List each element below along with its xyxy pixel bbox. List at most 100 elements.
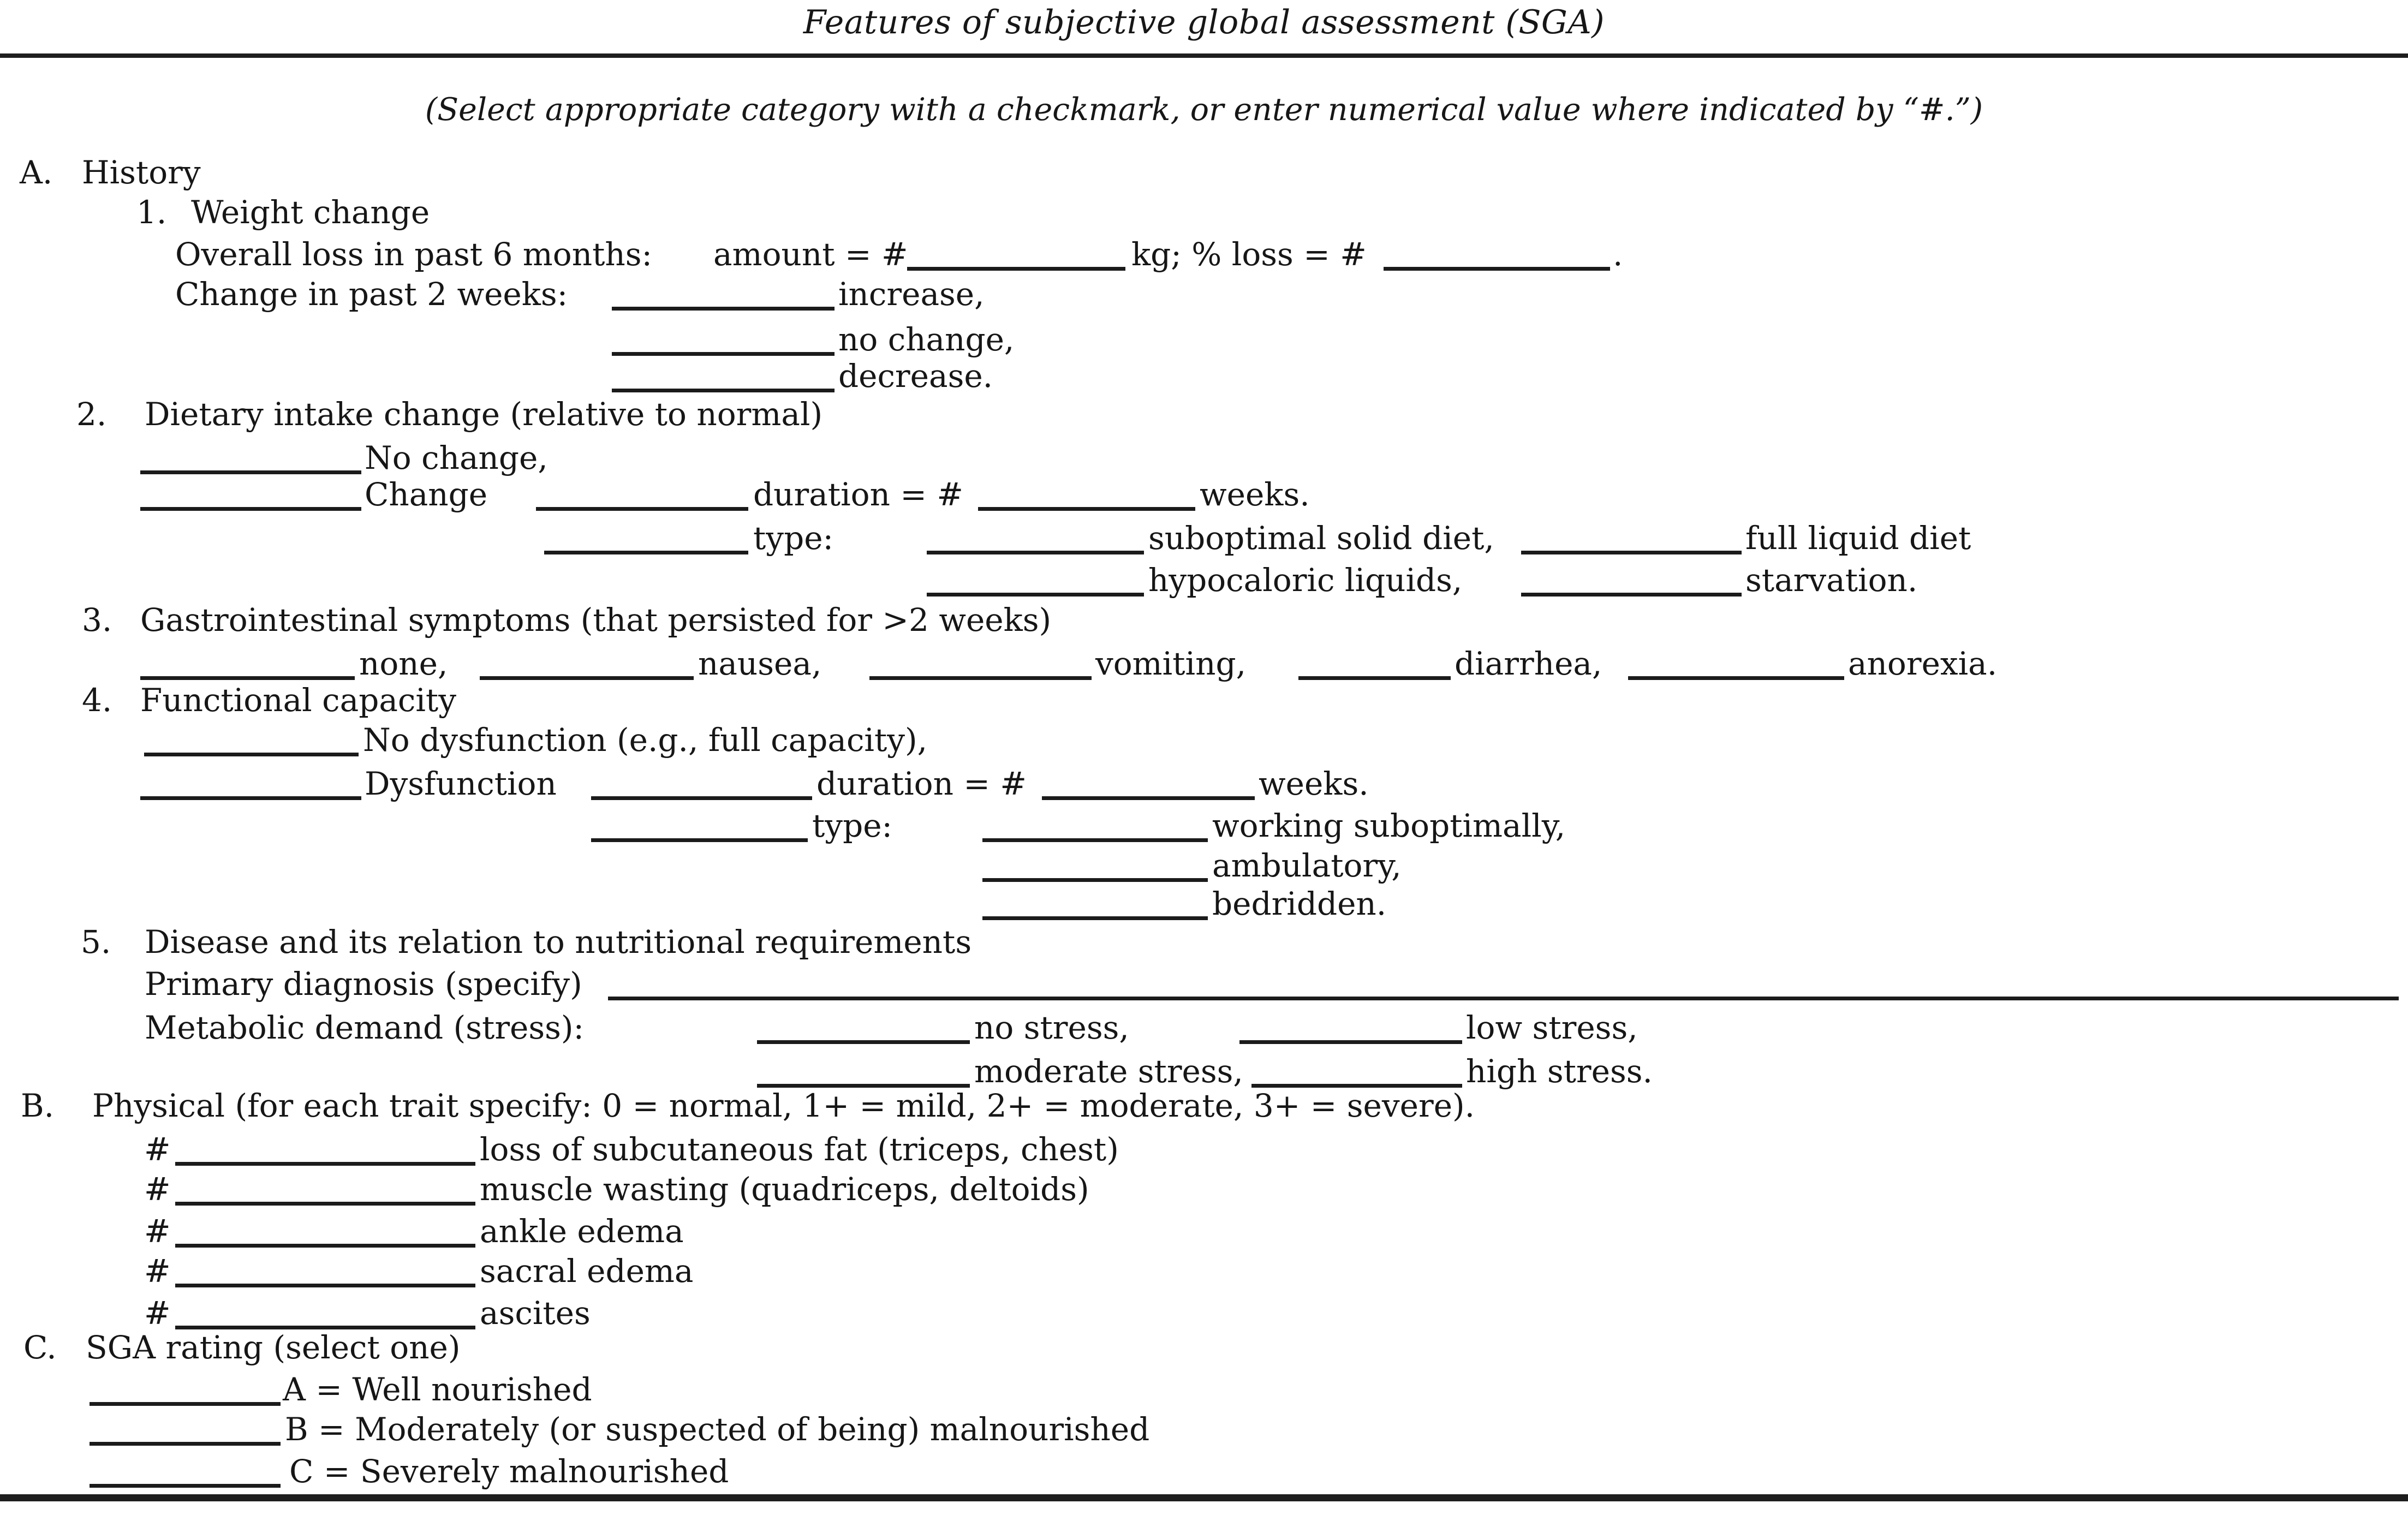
form-text: No change, xyxy=(365,439,548,476)
fill-in-blank[interactable] xyxy=(90,1416,281,1446)
fill-in-blank[interactable] xyxy=(978,481,1195,511)
form-line: C. SGA rating (select one) xyxy=(0,1327,2408,1368)
fill-in-blank[interactable] xyxy=(536,481,748,511)
fill-in-blank[interactable] xyxy=(757,1014,970,1044)
form-text: . xyxy=(1613,236,1623,273)
form-text: SGA rating (select one) xyxy=(86,1329,461,1366)
form-text: # xyxy=(144,1295,171,1332)
form-text: Disease and its relation to nutritional … xyxy=(145,923,972,961)
form-text: # xyxy=(144,1131,171,1168)
fill-in-blank[interactable] xyxy=(982,852,1208,882)
fill-in-blank[interactable] xyxy=(144,726,359,756)
form-line: decrease. xyxy=(0,356,2408,397)
fill-in-blank[interactable] xyxy=(90,1376,281,1406)
form-line: hypocaloric liquids,starvation. xyxy=(0,560,2408,601)
fill-in-blank[interactable] xyxy=(1298,650,1451,680)
fill-in-blank[interactable] xyxy=(1239,1014,1462,1044)
form-text: 4. xyxy=(82,682,112,719)
form-text: Gastrointestinal symptoms (that persiste… xyxy=(140,601,1052,639)
form-text: ascites xyxy=(480,1295,591,1332)
form-text: Primary diagnosis (specify) xyxy=(145,965,582,1003)
form-text: loss of subcutaneous fat (triceps, chest… xyxy=(480,1131,1119,1168)
fill-in-blank[interactable] xyxy=(175,1299,475,1329)
form-text: 3. xyxy=(82,601,112,639)
fill-in-blank[interactable] xyxy=(591,812,808,842)
fill-in-blank[interactable] xyxy=(544,524,748,554)
fill-in-blank[interactable] xyxy=(907,241,1125,271)
form-text: History xyxy=(82,154,201,191)
form-line: 3. Gastrointestinal symptoms (that persis… xyxy=(0,600,2408,641)
fill-in-blank[interactable] xyxy=(1042,770,1255,800)
form-line: 1. Weight change xyxy=(0,192,2408,233)
fill-in-blank[interactable] xyxy=(612,326,835,356)
fill-in-blank[interactable] xyxy=(612,362,835,392)
fill-in-blank[interactable] xyxy=(175,1136,475,1166)
form-text: 1. xyxy=(136,194,167,231)
fill-in-blank[interactable] xyxy=(608,970,2399,1000)
form-text: B = Moderately (or suspected of being) m… xyxy=(285,1411,1150,1448)
bottom-divider xyxy=(0,1494,2408,1501)
fill-in-blank[interactable] xyxy=(140,650,355,680)
form-text: duration = # xyxy=(816,765,1027,802)
form-text: decrease. xyxy=(838,357,993,395)
fill-in-blank[interactable] xyxy=(927,566,1144,597)
form-text: Weight change xyxy=(191,194,430,231)
form-line: B = Moderately (or suspected of being) m… xyxy=(0,1409,2408,1450)
form-text: anorexia. xyxy=(1848,645,1998,682)
form-text: full liquid diet xyxy=(1745,520,1971,557)
fill-in-blank[interactable] xyxy=(982,890,1208,920)
form-text: # xyxy=(144,1171,171,1208)
form-text: type: xyxy=(753,520,834,557)
form-line: #sacral edema xyxy=(0,1251,2408,1292)
form-text: moderate stress, xyxy=(974,1053,1243,1090)
form-text: ankle edema xyxy=(480,1213,684,1250)
form-text: 5. xyxy=(81,923,111,961)
form-text: B. xyxy=(21,1087,55,1124)
top-divider xyxy=(0,53,2408,58)
fill-in-blank[interactable] xyxy=(1384,241,1610,271)
form-line: No change, xyxy=(0,438,2408,479)
fill-in-blank[interactable] xyxy=(612,281,835,311)
fill-in-blank[interactable] xyxy=(175,1257,475,1287)
form-text: Change in past 2 weeks: xyxy=(175,276,568,313)
form-text: suboptimal solid diet, xyxy=(1148,520,1494,557)
form-line: 4.Functional capacity xyxy=(0,680,2408,721)
fill-in-blank[interactable] xyxy=(1628,650,1844,680)
fill-in-blank[interactable] xyxy=(175,1218,475,1248)
form-line: type: suboptimal solid diet, full liquid d… xyxy=(0,518,2408,559)
fill-in-blank[interactable] xyxy=(480,650,694,680)
form-text: C = Severely malnourished xyxy=(289,1453,729,1490)
fill-in-blank[interactable] xyxy=(927,524,1144,554)
page-subtitle: (Select appropriate category with a chec… xyxy=(425,92,1983,128)
form-text: C. xyxy=(23,1329,57,1366)
fill-in-blank[interactable] xyxy=(140,444,361,474)
form-text: sacral edema xyxy=(480,1252,694,1290)
form-text: Dietary intake change (relative to norma… xyxy=(145,396,823,433)
form-text: working suboptimally, xyxy=(1212,807,1566,844)
fill-in-blank[interactable] xyxy=(757,1058,970,1088)
fill-in-blank[interactable] xyxy=(869,650,1092,680)
fill-in-blank[interactable] xyxy=(982,812,1208,842)
form-text: Metabolic demand (stress): xyxy=(145,1009,585,1046)
form-text: weeks. xyxy=(1259,765,1369,802)
form-text: low stress, xyxy=(1466,1009,1638,1046)
fill-in-blank[interactable] xyxy=(1521,566,1742,597)
fill-in-blank[interactable] xyxy=(90,1458,281,1488)
fill-in-blank[interactable] xyxy=(1251,1058,1462,1088)
fill-in-blank[interactable] xyxy=(1521,524,1742,554)
form-text: high stress. xyxy=(1466,1053,1653,1090)
form-text: 2. xyxy=(76,396,107,433)
form-text: nausea, xyxy=(698,645,822,682)
form-line: Change in past 2 weeks:increase, xyxy=(0,274,2408,315)
fill-in-blank[interactable] xyxy=(140,770,361,800)
page-title: Features of subjective global assessment… xyxy=(803,3,1605,41)
form-text: Physical (for each trait specify: 0 = no… xyxy=(92,1087,1475,1124)
form-text: bedridden. xyxy=(1212,885,1387,922)
fill-in-blank[interactable] xyxy=(140,481,361,511)
form-text: weeks. xyxy=(1200,476,1310,513)
fill-in-blank[interactable] xyxy=(175,1176,475,1206)
fill-in-blank[interactable] xyxy=(591,770,812,800)
form-line: type:working suboptimally, xyxy=(0,806,2408,846)
